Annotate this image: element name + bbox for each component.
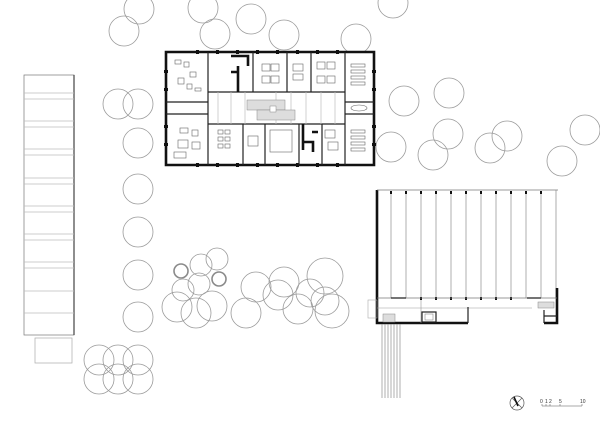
scale-label-5: 5 bbox=[559, 399, 562, 405]
scale-label-10: 10 bbox=[580, 399, 586, 405]
existing-long-building bbox=[23, 74, 75, 364]
hall-building bbox=[367, 189, 559, 398]
scale-bar: 0 1 2 5 10 bbox=[540, 399, 586, 407]
scale-label-2: 2 bbox=[549, 399, 552, 405]
scale-label-1: 1 bbox=[545, 399, 548, 405]
access-ramp-lines bbox=[381, 324, 401, 398]
north-arrow-icon bbox=[509, 395, 525, 411]
scale-label-0: 0 bbox=[540, 399, 543, 405]
trees bbox=[83, 0, 600, 395]
office-building bbox=[164, 50, 376, 167]
stair bbox=[246, 99, 296, 121]
furniture bbox=[173, 59, 368, 159]
